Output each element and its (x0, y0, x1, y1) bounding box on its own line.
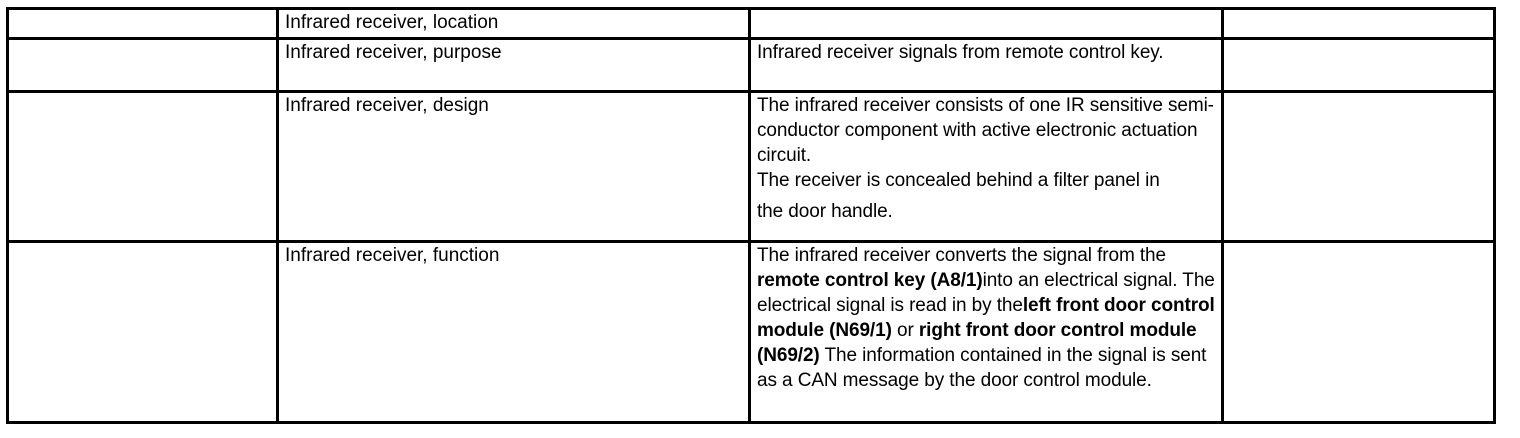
empty-cell (6, 90, 279, 243)
description-text: into an electrical signal. The electrica… (757, 270, 1215, 316)
table-row: Infrared receiver, location (6, 7, 1496, 40)
description-paragraph: The infrared receiver consists of one IR… (757, 95, 1214, 166)
description-paragraph: the door handle. (757, 201, 893, 222)
table-row: Infrared receiver, design The infrared r… (6, 90, 1496, 243)
component-reference: right front door control module (N69/2) (757, 320, 1197, 366)
row-description: The infrared receiver converts the signa… (748, 240, 1224, 424)
component-reference: left front door control module (N69/1) (757, 295, 1215, 341)
table-row: Infrared receiver, purpose Infrared rece… (6, 37, 1496, 93)
empty-cell (6, 7, 279, 40)
empty-cell (1221, 7, 1496, 40)
empty-cell (6, 37, 279, 93)
empty-cell (1221, 37, 1496, 93)
component-reference: remote control key (A8/1) (757, 270, 983, 291)
row-description (748, 7, 1224, 40)
row-description: Infrared receiver signals from remote co… (748, 37, 1224, 93)
table-row: Infrared receiver, function The infrared… (6, 240, 1496, 424)
row-title: Infrared receiver, function (276, 240, 751, 424)
description-text: The information contained in the signal … (757, 345, 1207, 391)
description-paragraph: The receiver is concealed behind a filte… (757, 170, 1160, 191)
empty-cell (1221, 240, 1496, 424)
row-title: Infrared receiver, location (276, 7, 751, 40)
description-text: or (891, 320, 919, 341)
empty-cell (1221, 90, 1496, 243)
row-description: The infrared receiver consists of one IR… (748, 90, 1224, 243)
component-info-table: Infrared receiver, location Infrared rec… (6, 7, 1496, 424)
row-title: Infrared receiver, design (276, 90, 751, 243)
empty-cell (6, 240, 279, 424)
row-title: Infrared receiver, purpose (276, 37, 751, 93)
description-text: The infrared receiver converts the signa… (757, 245, 1166, 266)
